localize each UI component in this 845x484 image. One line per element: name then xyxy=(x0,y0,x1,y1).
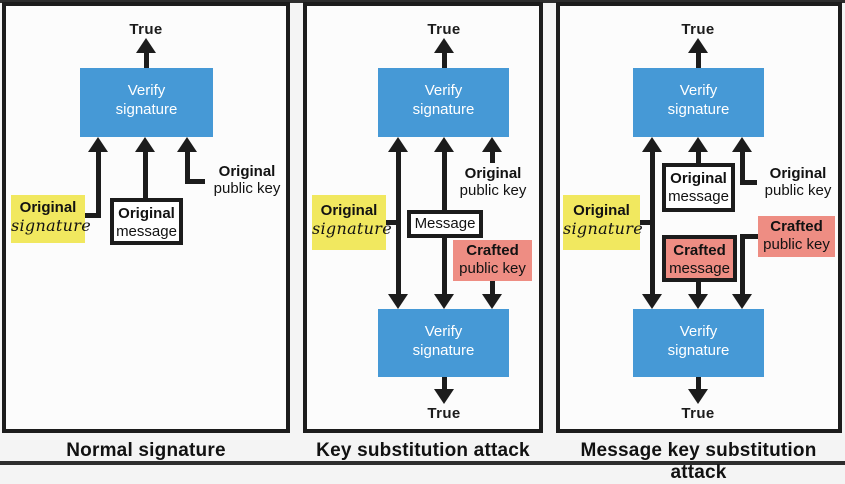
original-message-box: Original message xyxy=(662,163,735,212)
arrow-line xyxy=(185,150,190,184)
original-public-key-line2: public key xyxy=(764,182,832,199)
arrow-up-icon xyxy=(688,137,708,152)
caption-normal-signature: Normal signature xyxy=(66,440,226,461)
true-result-top: True xyxy=(129,21,163,38)
original-public-key-line2: public key xyxy=(213,180,281,197)
original-public-key-line2: public key xyxy=(459,182,527,199)
original-message-line2: message xyxy=(668,188,729,205)
bottom-border-strip xyxy=(0,461,845,465)
true-result-bottom: True xyxy=(427,405,461,422)
verify-signature-box-top: Verify signature xyxy=(633,68,764,137)
arrow-down-icon xyxy=(434,294,454,309)
caption-message-key-substitution-attack: Message key substitution attack xyxy=(580,440,817,483)
elbow-connector xyxy=(185,179,205,184)
arrow-line xyxy=(442,51,447,68)
arrow-line xyxy=(96,150,101,218)
arrow-up-icon xyxy=(434,137,454,152)
original-public-key-label: Original public key xyxy=(756,165,840,199)
arrow-line xyxy=(740,234,745,294)
arrow-up-icon xyxy=(177,137,197,152)
arrow-up-icon xyxy=(136,38,156,53)
elbow-connector xyxy=(640,220,655,225)
original-signature-line2: signature xyxy=(11,216,91,235)
arrow-up-icon xyxy=(688,38,708,53)
original-message-box: Original message xyxy=(110,198,183,245)
original-signature-box: Original signature xyxy=(563,195,643,250)
arrow-down-icon xyxy=(482,294,502,309)
elbow-connector xyxy=(386,220,401,225)
crafted-public-key-line1: Crafted xyxy=(770,218,823,235)
original-message-line1: Original xyxy=(670,170,727,187)
arrow-up-icon xyxy=(482,137,502,152)
original-signature-box: Original signature xyxy=(312,195,392,250)
original-signature-line1: Original xyxy=(320,202,378,219)
crafted-public-key-line2: public key xyxy=(763,236,830,253)
true-result-bottom: True xyxy=(681,405,715,422)
crafted-public-key-line2: public key xyxy=(459,260,526,277)
arrow-line xyxy=(490,281,495,294)
arrow-up-icon xyxy=(88,137,108,152)
arrow-line xyxy=(143,150,148,198)
original-signature-line1: Original xyxy=(19,199,77,216)
verify-signature-box-top: Verify signature xyxy=(378,68,509,137)
arrow-line xyxy=(696,51,701,68)
arrow-line xyxy=(696,150,701,163)
verify-signature-box-bottom: Verify signature xyxy=(633,309,764,377)
arrow-down-icon xyxy=(732,294,752,309)
panel-message-key-substitution-attack: True Verify signature Verify signature O… xyxy=(556,2,842,433)
arrow-line xyxy=(490,150,495,163)
elbow-connector xyxy=(740,180,757,185)
crafted-public-key-box: Crafted public key xyxy=(758,216,835,257)
true-result-top: True xyxy=(681,21,715,38)
elbow-connector xyxy=(83,213,99,218)
crafted-public-key-box: Crafted public key xyxy=(453,240,532,281)
crafted-message-line2: message xyxy=(669,260,730,277)
elbow-connector xyxy=(740,234,759,239)
original-public-key-line1: Original xyxy=(464,165,522,182)
panel-key-substitution-attack: True Verify signature Verify signature O… xyxy=(303,2,543,433)
arrow-down-icon xyxy=(688,389,708,404)
crafted-public-key-line1: Crafted xyxy=(466,242,519,259)
original-public-key-line1: Original xyxy=(218,163,276,180)
original-signature-line2: signature xyxy=(563,219,643,238)
arrow-up-icon xyxy=(135,137,155,152)
arrow-up-icon xyxy=(732,137,752,152)
arrow-line xyxy=(696,377,701,389)
verify-signature-box-bottom: Verify signature xyxy=(378,309,509,377)
panel-normal-signature: True Verify signature Original public ke… xyxy=(2,2,290,433)
original-public-key-label: Original public key xyxy=(203,163,291,197)
original-message-line1: Original xyxy=(118,205,175,222)
true-result-top: True xyxy=(427,21,461,38)
arrow-up-icon xyxy=(434,38,454,53)
arrow-line xyxy=(696,282,701,294)
arrow-line xyxy=(740,150,745,185)
arrow-up-icon xyxy=(388,137,408,152)
caption-key-substitution-attack: Key substitution attack xyxy=(316,440,530,461)
original-signature-line1: Original xyxy=(573,202,630,219)
arrow-line xyxy=(144,51,149,68)
crafted-message-line1: Crafted xyxy=(673,242,726,259)
arrow-down-icon xyxy=(388,294,408,309)
original-message-line2: message xyxy=(116,223,177,240)
arrow-down-icon xyxy=(434,389,454,404)
message-box: Message xyxy=(407,210,483,238)
original-public-key-line1: Original xyxy=(769,165,827,182)
arrow-up-icon xyxy=(642,137,662,152)
original-signature-box: Original signature xyxy=(11,195,91,243)
original-signature-line2: signature xyxy=(312,219,392,238)
arrow-down-icon xyxy=(642,294,662,309)
verify-signature-box: Verify signature xyxy=(80,68,213,137)
top-border-strip xyxy=(0,0,845,3)
arrow-line xyxy=(442,377,447,389)
arrow-down-icon xyxy=(688,294,708,309)
crafted-message-box: Crafted message xyxy=(662,235,737,282)
original-public-key-label: Original public key xyxy=(453,165,533,199)
